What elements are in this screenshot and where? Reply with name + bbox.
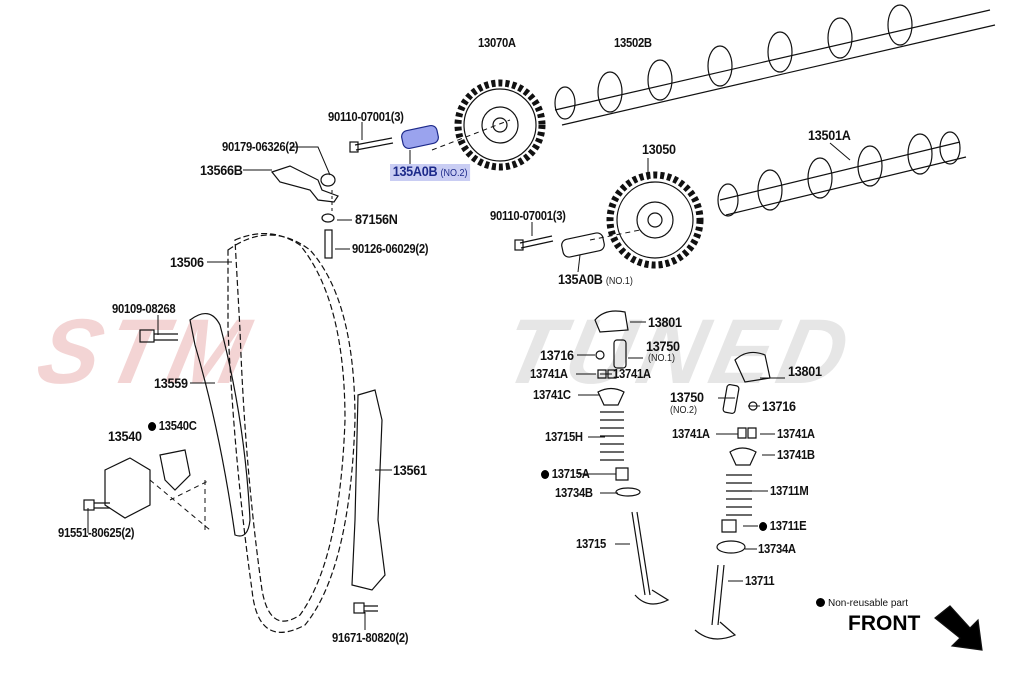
- part-label[interactable]: 13734B: [555, 486, 593, 500]
- part-label[interactable]: 13502B: [614, 36, 652, 50]
- part-label[interactable]: 13741A: [530, 367, 568, 381]
- non-reusable-dot-icon: [816, 598, 825, 607]
- part-label[interactable]: 13561: [393, 462, 427, 478]
- valve-train-left: [594, 310, 670, 605]
- part-variant: (NO.2): [670, 405, 697, 416]
- part-label[interactable]: 13716: [540, 347, 574, 363]
- part-label[interactable]: 90179-06326(2): [222, 140, 299, 154]
- camshaft-13502B: [554, 4, 996, 126]
- part-number: 135A0B: [558, 271, 603, 287]
- part-label[interactable]: 13715: [576, 537, 606, 551]
- part-label[interactable]: 13801: [648, 314, 682, 330]
- camshaft-sprocket-13070A: [454, 79, 546, 171]
- part-label[interactable]: 13711: [745, 574, 775, 588]
- part-label[interactable]: 90110-07001(3): [328, 110, 404, 124]
- part-label[interactable]: 13715H: [545, 430, 583, 444]
- part-label[interactable]: 87156N: [355, 211, 398, 227]
- part-label-highlighted[interactable]: 135A0B (NO.2): [390, 163, 471, 181]
- valve-train-right: [694, 351, 771, 640]
- part-label[interactable]: 135A0B (NO.1): [558, 272, 633, 289]
- part-label[interactable]: 91671-80820(2): [332, 631, 409, 645]
- part-label[interactable]: 13566B: [200, 162, 243, 178]
- part-label[interactable]: 13741C: [533, 388, 571, 402]
- part-label[interactable]: 90126-06029(2): [352, 242, 429, 256]
- part-variant: (NO.1): [648, 353, 675, 364]
- part-label[interactable]: 13501A: [808, 127, 851, 143]
- front-label: FRONT: [848, 612, 921, 635]
- front-arrow-icon: [934, 605, 983, 651]
- part-label[interactable]: 13540C: [148, 419, 197, 433]
- legend-text: Non-reusable part: [828, 598, 909, 609]
- part-label[interactable]: 13750: [670, 389, 704, 405]
- timing-chain-13506: [227, 232, 356, 633]
- part-label[interactable]: 13070A: [478, 36, 516, 50]
- part-label[interactable]: 13741A: [672, 427, 710, 441]
- part-label[interactable]: 13741A: [613, 367, 651, 381]
- non-reusable-dot-icon: [148, 422, 157, 431]
- camshaft-sprocket-13050: [606, 171, 704, 269]
- chain-slipper-13559: [189, 313, 251, 537]
- chain-tensioner-13540: [104, 449, 191, 519]
- part-label[interactable]: 13050: [642, 141, 676, 157]
- non-reusable-dot-icon: [541, 470, 550, 479]
- leader-lines: [87, 119, 851, 630]
- part-label[interactable]: 90110-07001(3): [490, 209, 566, 223]
- oil-control-valve-no1: [561, 232, 605, 258]
- bracket-13566B: [270, 165, 339, 203]
- part-number: 13711E: [769, 519, 807, 533]
- part-label[interactable]: 13801: [788, 363, 822, 379]
- part-label[interactable]: 13711M: [770, 484, 809, 498]
- part-label[interactable]: 13741B: [777, 448, 815, 462]
- part-number: 13540C: [158, 419, 197, 433]
- part-label[interactable]: 13711E: [759, 519, 807, 533]
- non-reusable-dot-icon: [759, 522, 768, 531]
- part-label[interactable]: 13750: [646, 338, 680, 354]
- part-label[interactable]: 13540: [108, 428, 142, 444]
- part-variant: (NO.2): [440, 168, 468, 179]
- part-label[interactable]: 13506: [170, 254, 204, 270]
- part-number: 13715A: [551, 467, 590, 481]
- chain-guide-13561: [351, 389, 386, 591]
- oil-control-valve-no2: [401, 124, 439, 150]
- part-label[interactable]: 13559: [154, 375, 188, 391]
- part-label[interactable]: 13716: [762, 398, 796, 414]
- part-label[interactable]: 13734A: [758, 542, 796, 556]
- bolts: [83, 137, 554, 614]
- part-label[interactable]: 13715A: [541, 467, 590, 481]
- part-label[interactable]: 90109-08268: [112, 302, 176, 316]
- part-label[interactable]: 91551-80625(2): [58, 526, 135, 540]
- legend: Non-reusable part: [816, 598, 908, 609]
- part-label[interactable]: 13741A: [777, 427, 815, 441]
- part-variant: (NO.1): [605, 276, 633, 287]
- camshaft-13501A: [717, 131, 967, 217]
- part-number: 135A0B: [392, 163, 438, 179]
